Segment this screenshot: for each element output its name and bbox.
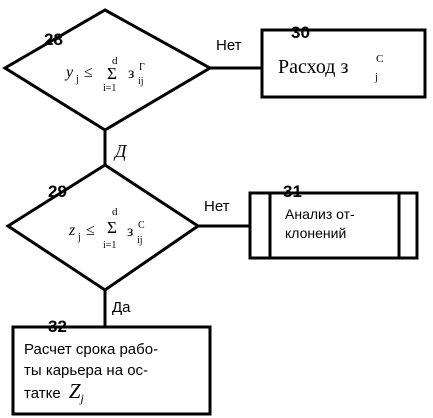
label-29-yes: Да [112, 299, 131, 316]
cond29-lhs: z [68, 222, 76, 239]
decision-29-diamond [5, 163, 201, 292]
cond28-sum-bottom: i=1 [103, 83, 116, 94]
block-32-var-sub: j [80, 391, 84, 405]
cond29-op: ≤ [86, 222, 95, 239]
label-29-no: Нет [204, 198, 230, 215]
block-32-line-2: ты карьера на ос- [24, 362, 149, 379]
block-31-number: 31 [283, 182, 302, 201]
label-28-yes: Д [113, 141, 128, 161]
cond28-rhs: з [128, 65, 134, 82]
cond29-rhs-sub: ij [137, 235, 143, 246]
cond29-sum-top: d [112, 206, 118, 218]
process-31-box [248, 191, 419, 260]
cond29-rhs: з [127, 223, 133, 240]
block-30-text: Расход з [278, 56, 348, 78]
cond28-sum: Σ [107, 64, 117, 83]
block-32-var: Z [68, 379, 81, 403]
block-29-number: 29 [48, 182, 67, 201]
cond28-lhs-sub: j [75, 74, 79, 85]
block-32-line-3: татке Zj [24, 379, 158, 406]
cond29-rhs-sup: С [138, 220, 145, 231]
block-32-line-3-text: татке [24, 385, 61, 402]
block-32-text: Расчет срока рабо- ты карьера на ос- тат… [24, 339, 158, 405]
block-31-line-2: клонений [285, 225, 347, 241]
cond29-sum: Σ [107, 218, 117, 237]
block-32-number: 32 [48, 317, 67, 336]
cond28-op: ≤ [84, 64, 93, 81]
block-32-line-1: Расчет срока рабо- [24, 341, 159, 358]
decision-29-condition: z j ≤ d Σ i=1 з С ij [68, 206, 145, 251]
block-31-line-1: Анализ от- [285, 206, 355, 222]
cond28-rhs-sup: Г [139, 62, 145, 73]
cond29-lhs-sub: j [77, 232, 81, 243]
decision-28-condition: y j ≤ d Σ i=1 з Г ij [64, 55, 145, 94]
block-31-text: Анализ от- клонений [285, 205, 355, 243]
block-30-text-sub: j [374, 71, 378, 83]
cond28-lhs: y [64, 64, 74, 81]
label-28-no: Нет [216, 37, 242, 54]
block-30-text-sup: С [376, 53, 383, 65]
process-32-box [11, 325, 212, 416]
block-28-number: 28 [44, 30, 63, 49]
process-30-box [260, 28, 427, 99]
block-30-number: 30 [291, 23, 310, 42]
cond29-sum-bottom: i=1 [103, 240, 116, 251]
cond28-sum-top: d [112, 55, 118, 67]
cond28-rhs-sub: ij [138, 76, 144, 87]
